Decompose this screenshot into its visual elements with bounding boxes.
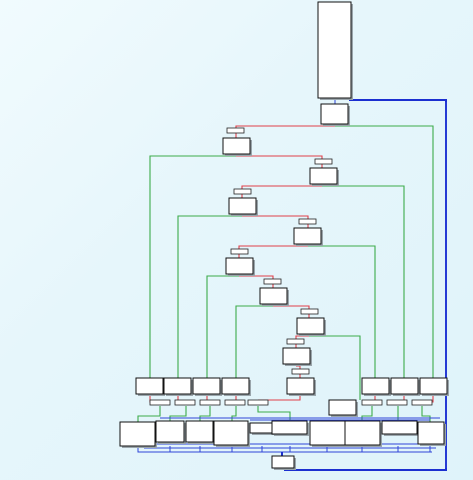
- case-block[interactable]: [163, 377, 192, 395]
- edge-label: [263, 278, 282, 285]
- branch-edge-true: [235, 305, 273, 378]
- result-block[interactable]: [119, 421, 156, 447]
- edge-label: [224, 399, 246, 406]
- edge-label: [199, 399, 221, 406]
- case-block[interactable]: [135, 377, 164, 395]
- condition-block[interactable]: [259, 287, 288, 305]
- condition-block[interactable]: [222, 137, 251, 155]
- handler-block[interactable]: [328, 399, 357, 416]
- branch-edge-false: [258, 396, 301, 401]
- result-block[interactable]: [213, 420, 249, 446]
- edge-label: [174, 399, 196, 406]
- branch-edge-true: [421, 406, 431, 422]
- case-block[interactable]: [286, 377, 315, 395]
- result-block[interactable]: [185, 420, 214, 443]
- condition-block[interactable]: [309, 167, 338, 185]
- case-block[interactable]: [390, 377, 419, 395]
- branch-edge-false: [242, 215, 309, 228]
- edge-label: [361, 399, 383, 406]
- branch-edge-true: [206, 275, 239, 378]
- branch-edge-true: [335, 125, 434, 378]
- edge-label: [291, 368, 310, 375]
- result-block[interactable]: [249, 422, 273, 434]
- branch-edge-false: [236, 155, 323, 168]
- result-block[interactable]: [155, 420, 185, 443]
- edge-label: [411, 399, 433, 406]
- condition-block[interactable]: [296, 317, 325, 335]
- result-block[interactable]: [344, 420, 381, 446]
- edge-label: [230, 248, 249, 255]
- result-block[interactable]: [271, 420, 308, 435]
- branch-edge-true: [231, 406, 237, 422]
- case-block[interactable]: [419, 377, 448, 395]
- edge-label: [226, 127, 245, 134]
- branch-edge-true: [199, 406, 211, 422]
- loop-header-block[interactable]: [320, 103, 349, 125]
- branch-edge-true: [149, 155, 236, 378]
- edge-label: [149, 399, 171, 406]
- branch-edge-true: [137, 406, 161, 422]
- edge-label: [247, 399, 269, 406]
- condition-block[interactable]: [225, 257, 254, 275]
- case-block[interactable]: [361, 377, 390, 395]
- branch-edge-true: [169, 406, 187, 422]
- branch-edge-false: [235, 125, 335, 138]
- branch-edge-true: [361, 406, 373, 422]
- branch-edge-true: [309, 335, 361, 400]
- edge-label: [286, 338, 305, 345]
- result-block[interactable]: [417, 421, 445, 445]
- result-block[interactable]: [309, 420, 346, 446]
- edge-label: [300, 308, 319, 315]
- branch-edge-false: [238, 245, 308, 258]
- edge-label: [314, 158, 333, 165]
- branch-edge-true: [177, 215, 242, 378]
- result-block[interactable]: [381, 420, 418, 435]
- condition-block[interactable]: [293, 227, 322, 245]
- condition-block[interactable]: [228, 197, 257, 215]
- case-block[interactable]: [221, 377, 250, 395]
- edge-label: [386, 399, 408, 406]
- branch-edge-false: [241, 185, 322, 198]
- case-block[interactable]: [192, 377, 221, 395]
- branch-edge-true: [257, 406, 291, 420]
- edge-label: [298, 218, 317, 225]
- condition-block[interactable]: [282, 347, 311, 365]
- branch-edge-true: [308, 245, 376, 378]
- entry-block[interactable]: [317, 1, 352, 99]
- branch-edge-true: [322, 185, 405, 378]
- exit-block[interactable]: [271, 455, 295, 469]
- edge-label: [233, 188, 252, 195]
